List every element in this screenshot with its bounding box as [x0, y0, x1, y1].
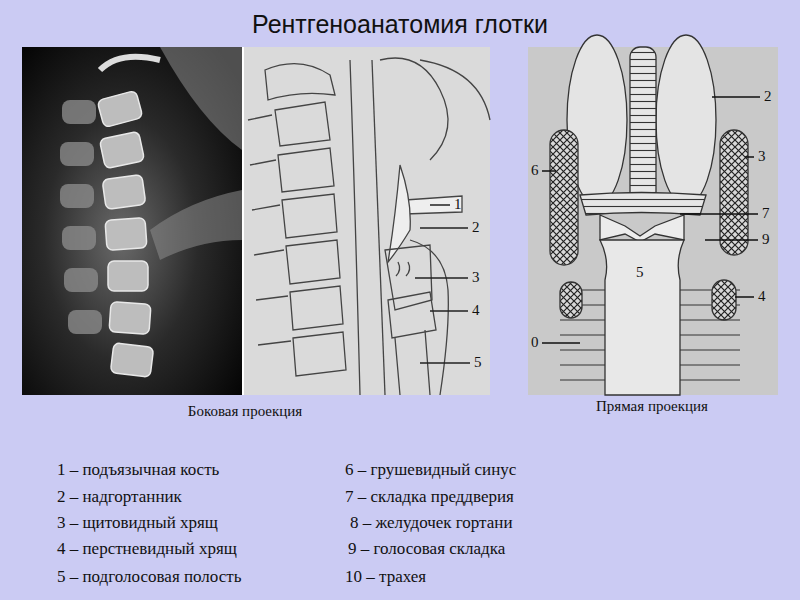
legend-entry: 9 – голосовая складка: [348, 539, 505, 559]
lateral-drawing: [243, 47, 490, 395]
callout-number: 0: [531, 334, 539, 351]
legend-entry: 2 – надгортанник: [57, 487, 182, 507]
legend-entry: 10 – трахея: [345, 567, 426, 587]
title: Рентгеноанатомия глотки: [252, 10, 548, 39]
callout-number: 2: [764, 88, 772, 105]
caption: Прямая проекция: [596, 398, 708, 415]
xray-image: [22, 47, 242, 395]
callout-number: 3: [758, 148, 766, 165]
callout-number: 7: [762, 205, 770, 222]
callout-number: 3: [472, 269, 480, 286]
legend-entry: 1 – подъязычная кость: [57, 460, 219, 480]
legend-entry: 7 – складка преддверия: [345, 487, 514, 507]
callout-number: 1: [454, 196, 462, 213]
legend-entry: 4 – перстневидный хрящ: [57, 539, 237, 559]
legend-entry: 5 – подголосовая полость: [57, 567, 241, 587]
legend-entry: 3 – щитовидный хрящ: [57, 513, 218, 533]
caption: Боковая проекция: [188, 403, 302, 420]
callout-number: 6: [531, 162, 539, 179]
legend-entry: 8 – желудочек гортани: [350, 513, 513, 533]
frontal-drawing: [528, 35, 778, 395]
callout-number: 4: [758, 288, 766, 305]
callout-number: 2: [472, 219, 480, 236]
callout-number: 5: [636, 264, 644, 281]
legend-entry: 6 – грушевидный синус: [345, 460, 516, 480]
callout-number: 5: [474, 354, 482, 371]
callout-number: 9: [762, 231, 770, 248]
callout-number: 4: [472, 302, 480, 319]
